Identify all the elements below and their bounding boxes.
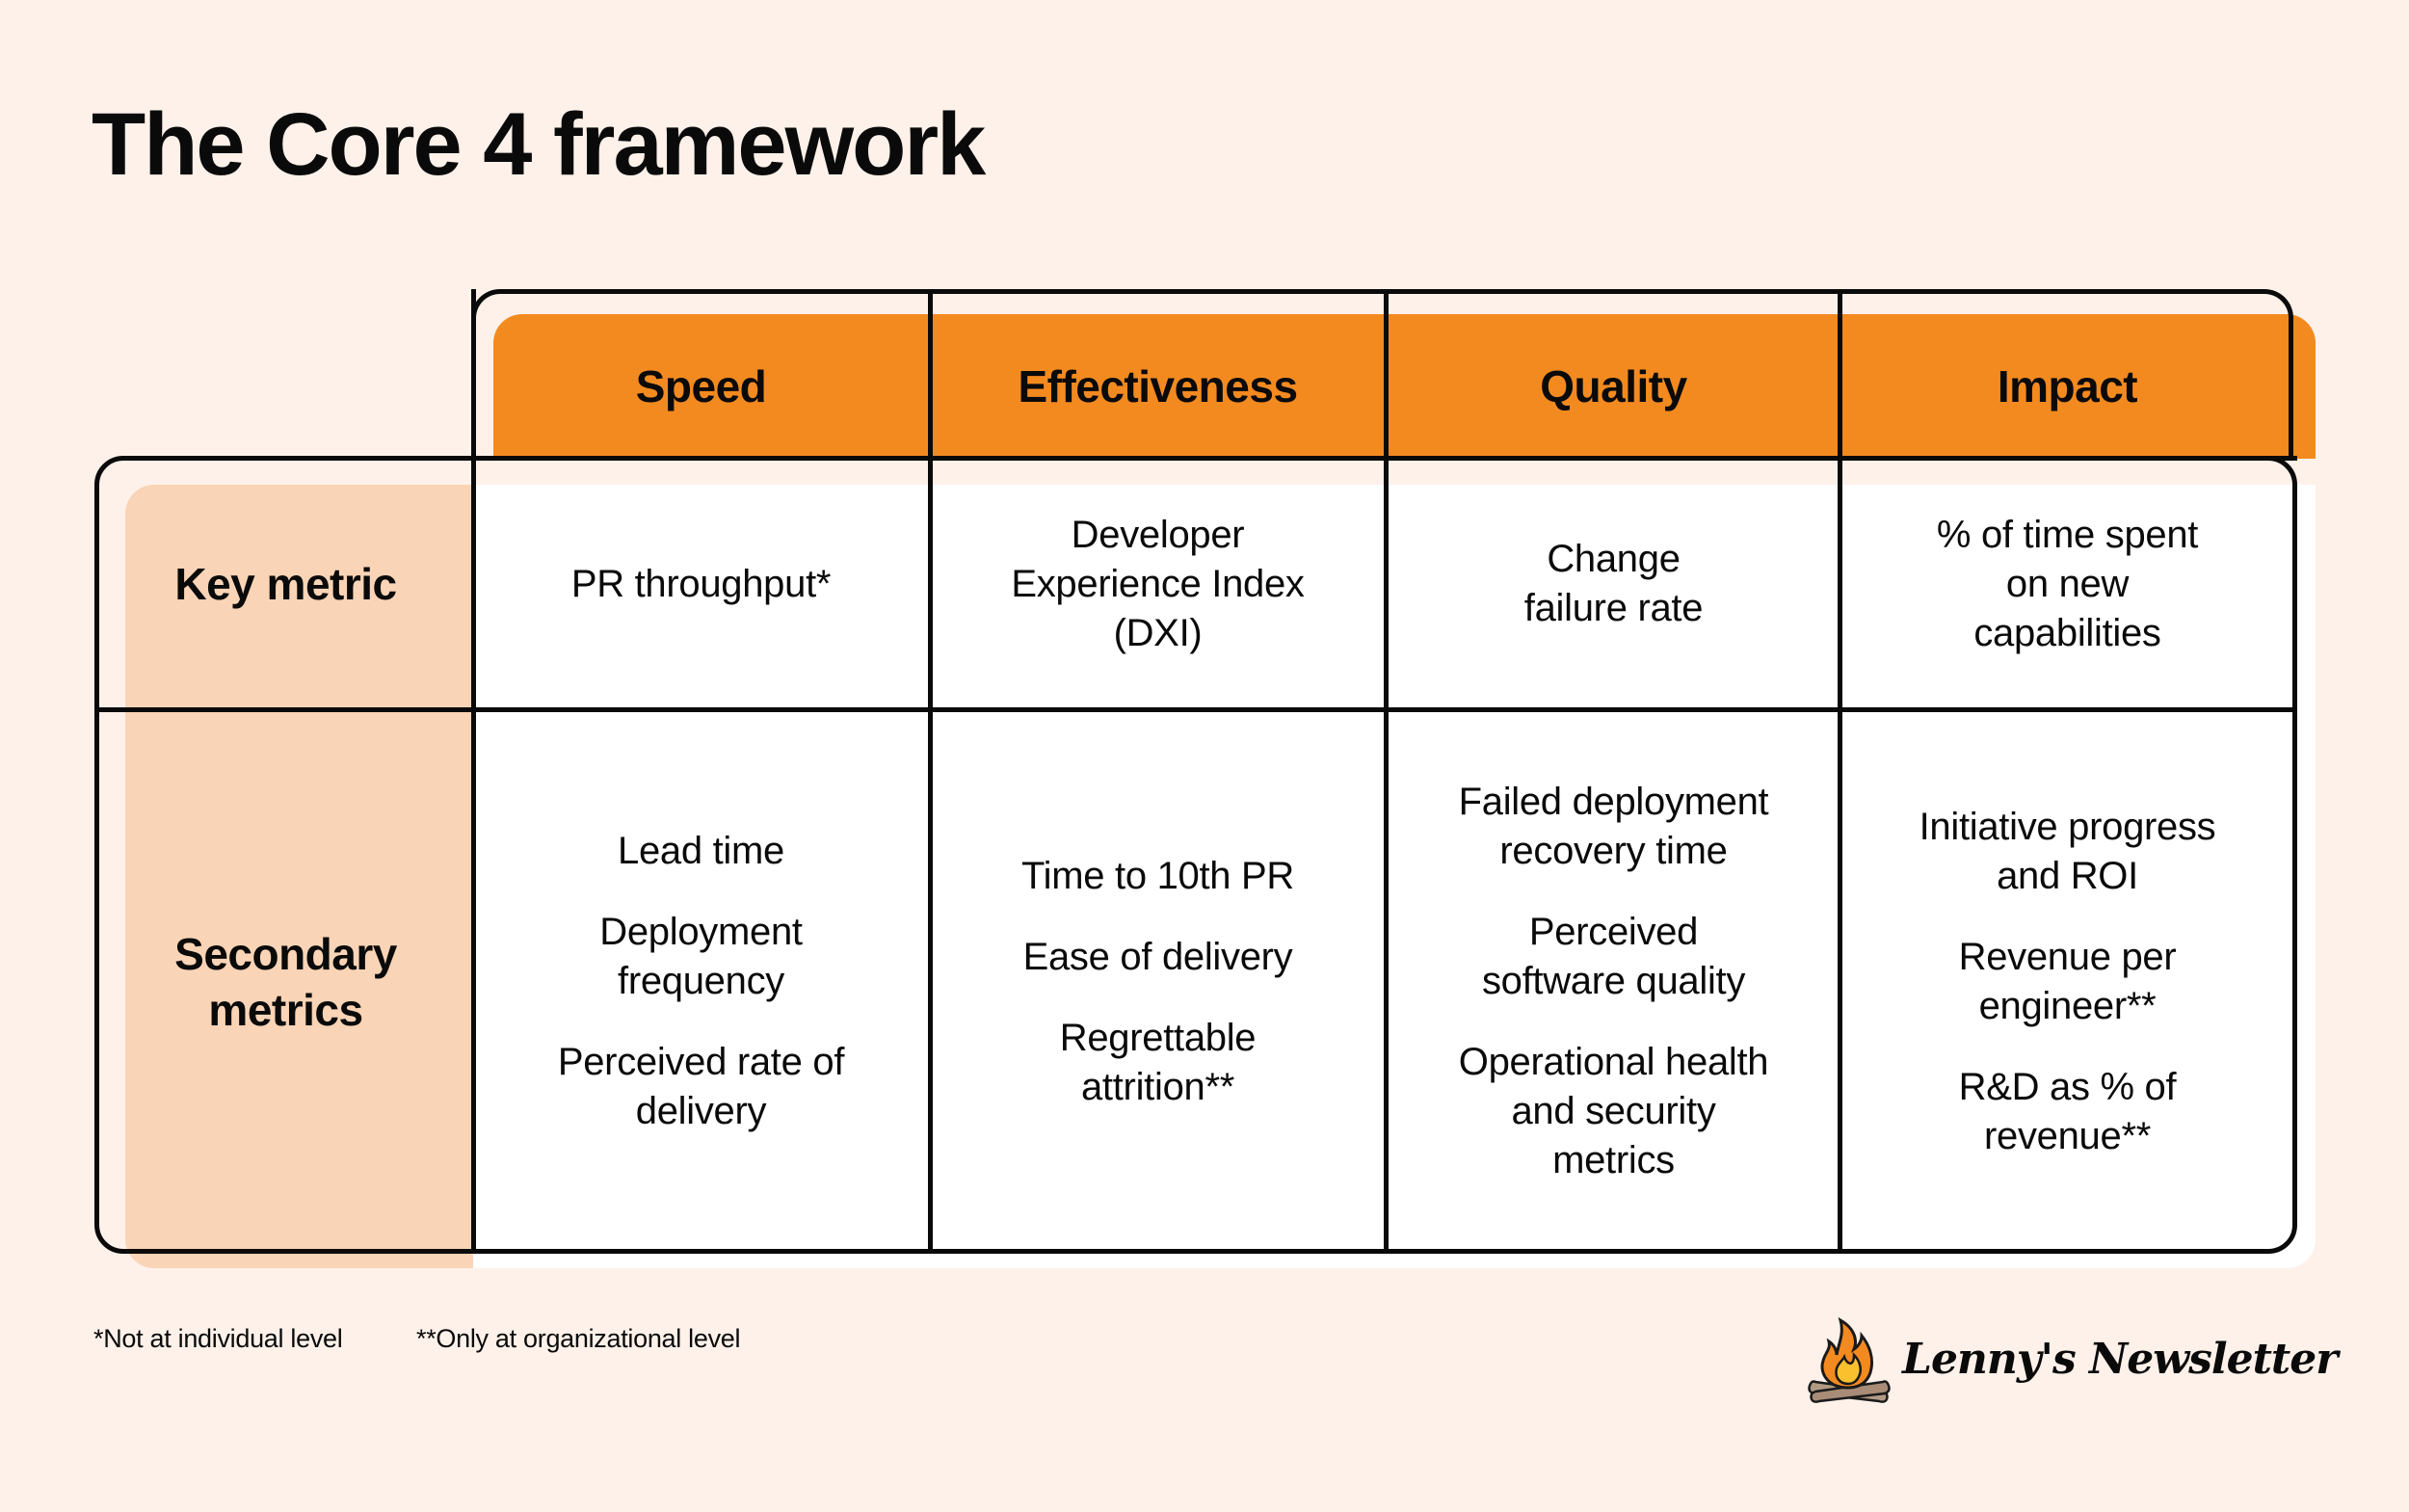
footnote-individual: *Not at individual level (93, 1324, 343, 1353)
metric-item: Revenue per engineer** (1930, 933, 2206, 1031)
metric-line: recovery time (1499, 830, 1728, 872)
metric-line: Developer (1071, 513, 1245, 556)
metric-item: Regrettable attrition** (1031, 1014, 1285, 1112)
metric-line: and security (1511, 1090, 1716, 1132)
page-title: The Core 4 framework (92, 95, 986, 194)
metric-item: Lead time (589, 827, 813, 876)
column-header-effectiveness: Effectiveness (1018, 361, 1298, 411)
metric-item: Ease of delivery (994, 933, 1322, 982)
metric-line: revenue** (1984, 1114, 2151, 1157)
metric-line: Revenue per (1958, 935, 2177, 978)
metric-item: % of time spent on new capabilities (1908, 511, 2227, 658)
metric-line: capabilities (1973, 611, 2161, 654)
metric-item: Perceived software quality (1453, 908, 1774, 1006)
row-header-label: Key metric (174, 559, 397, 609)
cell-key-impact: % of time spent on new capabilities (1840, 461, 2295, 707)
column-header-impact: Impact (1997, 361, 2138, 411)
column-header-quality: Quality (1540, 361, 1687, 411)
brand-name: Lenny's Newsletter (1902, 1334, 2338, 1384)
row-label-band (125, 485, 473, 1268)
column-divider (928, 289, 933, 1253)
header-band (493, 314, 2316, 459)
metric-line: on new (2005, 562, 2130, 605)
column-divider (1384, 289, 1389, 1253)
row-header-key-metric: Key metric (98, 461, 473, 707)
cell-secondary-effectiveness: Time to 10th PR Ease of delivery Regrett… (930, 712, 1386, 1251)
metric-line: Failed deployment (1458, 781, 1769, 823)
metric-line: Operational health (1458, 1041, 1769, 1083)
metric-line: engineer** (1978, 984, 2157, 1027)
metric-line: Lead time (618, 830, 784, 872)
metric-line: delivery (635, 1090, 767, 1132)
column-header-speed: Speed (635, 361, 767, 411)
campfire-icon (1808, 1316, 1891, 1403)
row-divider (471, 456, 2297, 461)
column-divider (1838, 289, 1842, 1253)
metric-line: attrition** (1080, 1065, 1234, 1108)
metric-line: Ease of delivery (1022, 935, 1293, 978)
metric-item: Perceived rate of delivery (529, 1038, 873, 1136)
row-header-secondary-metrics: Secondary metrics (98, 712, 473, 1251)
metric-line: % of time spent (1936, 513, 2199, 556)
metric-line: Initiative progress (1919, 805, 2216, 848)
footnote-organizational: **Only at organizational level (416, 1324, 741, 1353)
metric-line: Change (1547, 538, 1681, 580)
cell-key-speed: PR throughput* (473, 461, 929, 707)
row-divider (94, 707, 2297, 712)
cell-key-effectiveness: Developer Experience Index (DXI) (930, 461, 1386, 707)
metric-item: R&D as % of revenue** (1930, 1063, 2206, 1161)
metric-item: Developer Experience Index (DXI) (982, 511, 1333, 658)
row-header-label: Secondary (174, 928, 397, 979)
metric-line: Experience Index (1011, 562, 1305, 605)
cell-secondary-speed: Lead time Deployment frequency Perceived… (473, 712, 929, 1251)
metric-line: R&D as % of (1958, 1065, 2177, 1108)
table-body-fill (473, 485, 2316, 1268)
metric-line: and ROI (1997, 854, 2138, 897)
brand-logo: Lenny's Newsletter (1806, 1314, 2338, 1403)
metric-item: Time to 10th PR (993, 852, 1323, 901)
metric-item: Failed deployment recovery time (1430, 778, 1798, 876)
metric-item: Change failure rate (1496, 535, 1732, 633)
metric-line: PR throughput* (570, 562, 832, 605)
metric-line: Perceived (1528, 911, 1699, 953)
metric-item: Operational health and security metrics (1430, 1038, 1798, 1185)
cell-key-quality: Change failure rate (1386, 461, 1841, 707)
metric-line: failure rate (1523, 587, 1704, 629)
metric-item: Deployment frequency (570, 908, 831, 1006)
cell-secondary-quality: Failed deployment recovery time Perceive… (1386, 712, 1841, 1251)
metric-line: software quality (1481, 960, 1746, 1002)
metric-line: frequency (618, 960, 784, 1002)
metric-line: Deployment (599, 911, 803, 953)
metric-line: Time to 10th PR (1020, 854, 1295, 897)
column-divider (471, 289, 476, 1253)
metric-line: metrics (1552, 1139, 1675, 1181)
metric-item: PR throughput* (543, 560, 860, 609)
cell-secondary-impact: Initiative progress and ROI Revenue per … (1840, 712, 2295, 1251)
row-header-label: metrics (208, 984, 363, 1035)
metric-line: Regrettable (1059, 1016, 1257, 1059)
metric-item: Initiative progress and ROI (1891, 803, 2245, 901)
metric-line: Perceived rate of (557, 1041, 845, 1083)
metric-line: (DXI) (1113, 611, 1203, 654)
